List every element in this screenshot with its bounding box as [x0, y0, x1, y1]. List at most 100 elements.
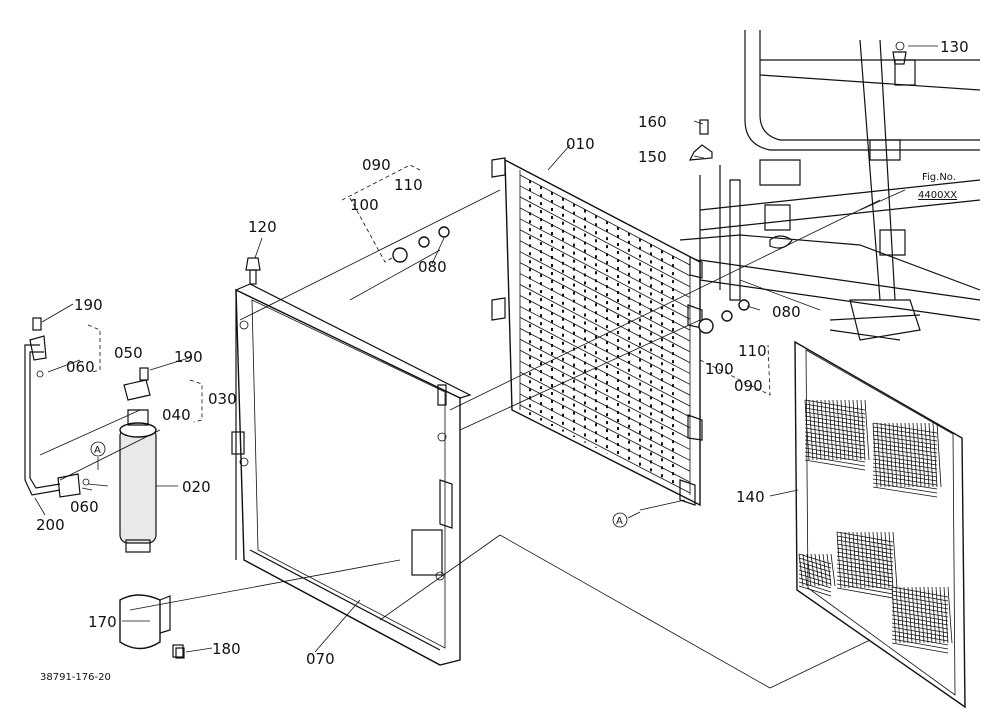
mesh-line — [891, 594, 949, 606]
condenser-fin — [519, 327, 691, 418]
label-110-right: 110 — [738, 342, 767, 360]
condenser-fin — [519, 317, 691, 407]
condenser-fin — [519, 174, 691, 266]
mesh-line — [928, 422, 934, 488]
mesh-line — [824, 399, 830, 461]
mesh-line — [916, 422, 922, 488]
label-090-right: 090 — [734, 377, 763, 395]
mesh-line — [820, 399, 826, 461]
figref-line2: 4400XX — [918, 190, 957, 201]
front-frame — [231, 283, 472, 666]
drier-bracket — [119, 594, 184, 658]
mesh-line — [848, 399, 854, 461]
mesh-line — [798, 557, 832, 569]
mesh-line — [891, 638, 949, 650]
label-080-left: 080 — [418, 258, 447, 276]
mesh-line — [836, 543, 894, 555]
mesh-line — [798, 553, 804, 587]
mesh-line — [830, 553, 836, 587]
mesh-line — [864, 399, 870, 461]
mesh-line — [804, 451, 866, 463]
mesh-line — [872, 454, 938, 466]
label-170: 170 — [88, 613, 117, 631]
label-070: 070 — [306, 650, 335, 668]
mesh-line — [836, 571, 894, 583]
mesh-line — [804, 399, 866, 411]
mesh-line — [810, 553, 816, 587]
mesh-line — [828, 399, 834, 461]
mesh-line — [900, 422, 906, 488]
mesh-line — [891, 590, 949, 602]
mesh-line — [840, 399, 846, 461]
mesh-line — [936, 422, 942, 488]
label-060-upper: 060 — [66, 358, 95, 376]
mesh-line — [852, 399, 858, 461]
drawing-code: 38791-176-20 — [40, 672, 111, 683]
mesh-line — [935, 586, 941, 644]
mesh-line — [891, 626, 949, 638]
mesh-line — [804, 435, 866, 447]
mesh-line — [891, 598, 949, 610]
mesh-line — [895, 586, 901, 644]
label-020: 020 — [182, 478, 211, 496]
condenser-fin — [519, 262, 691, 353]
marker-a-right: A — [616, 516, 623, 527]
condenser-fin — [519, 349, 691, 440]
label-060-lower: 060 — [70, 498, 99, 516]
tractor-frame — [679, 30, 981, 341]
mesh-line — [808, 399, 814, 461]
label-130: 130 — [940, 38, 969, 56]
mesh-line — [840, 531, 846, 589]
mesh-line — [880, 422, 886, 488]
hardware — [175, 119, 750, 659]
mesh-line — [931, 586, 937, 644]
label-190-lower: 190 — [174, 348, 203, 366]
mesh-line — [891, 630, 949, 642]
condenser-fin — [519, 251, 691, 342]
mesh-line — [804, 447, 866, 459]
figref-line1: Fig.No. — [922, 172, 956, 183]
mesh-line — [884, 422, 890, 488]
mesh-line — [860, 531, 866, 589]
mesh-line — [798, 553, 832, 565]
mesh-line — [826, 553, 832, 587]
mesh-line — [856, 399, 862, 461]
mesh-line — [804, 439, 866, 451]
mesh-line — [798, 581, 832, 593]
mesh-line — [891, 642, 949, 654]
mesh-line — [804, 411, 866, 423]
mesh-line — [804, 455, 866, 467]
mesh-line — [836, 583, 894, 595]
mesh-line — [891, 602, 949, 614]
label-100-right: 100 — [705, 360, 734, 378]
label-150: 150 — [638, 148, 667, 166]
mesh-line — [798, 573, 832, 585]
mesh-line — [804, 407, 866, 419]
mesh-line — [872, 478, 938, 490]
mesh-line — [814, 553, 820, 587]
mesh-line — [872, 446, 938, 458]
mesh-line — [852, 531, 858, 589]
mesh-line — [804, 443, 866, 455]
condenser-fin — [519, 371, 691, 461]
mesh-line — [864, 531, 870, 589]
receiver-drier — [119, 367, 157, 553]
mesh-line — [891, 606, 949, 618]
mesh-line — [919, 586, 925, 644]
label-050: 050 — [114, 344, 143, 362]
mesh-line — [932, 422, 938, 488]
label-190-upper: 190 — [74, 296, 103, 314]
mesh-line — [860, 399, 866, 461]
mesh-line — [836, 551, 894, 563]
mesh-line — [872, 482, 938, 494]
mesh-line — [836, 567, 894, 579]
label-110-left: 110 — [394, 176, 423, 194]
condenser-fin — [519, 295, 691, 385]
mesh-line — [818, 553, 824, 587]
mesh-line — [884, 531, 890, 589]
part-labels: 010 020 030 040 050 060 060 070 080 080 … — [36, 38, 969, 683]
mesh-line — [880, 531, 886, 589]
label-160: 160 — [638, 113, 667, 131]
mesh-line — [947, 586, 953, 644]
